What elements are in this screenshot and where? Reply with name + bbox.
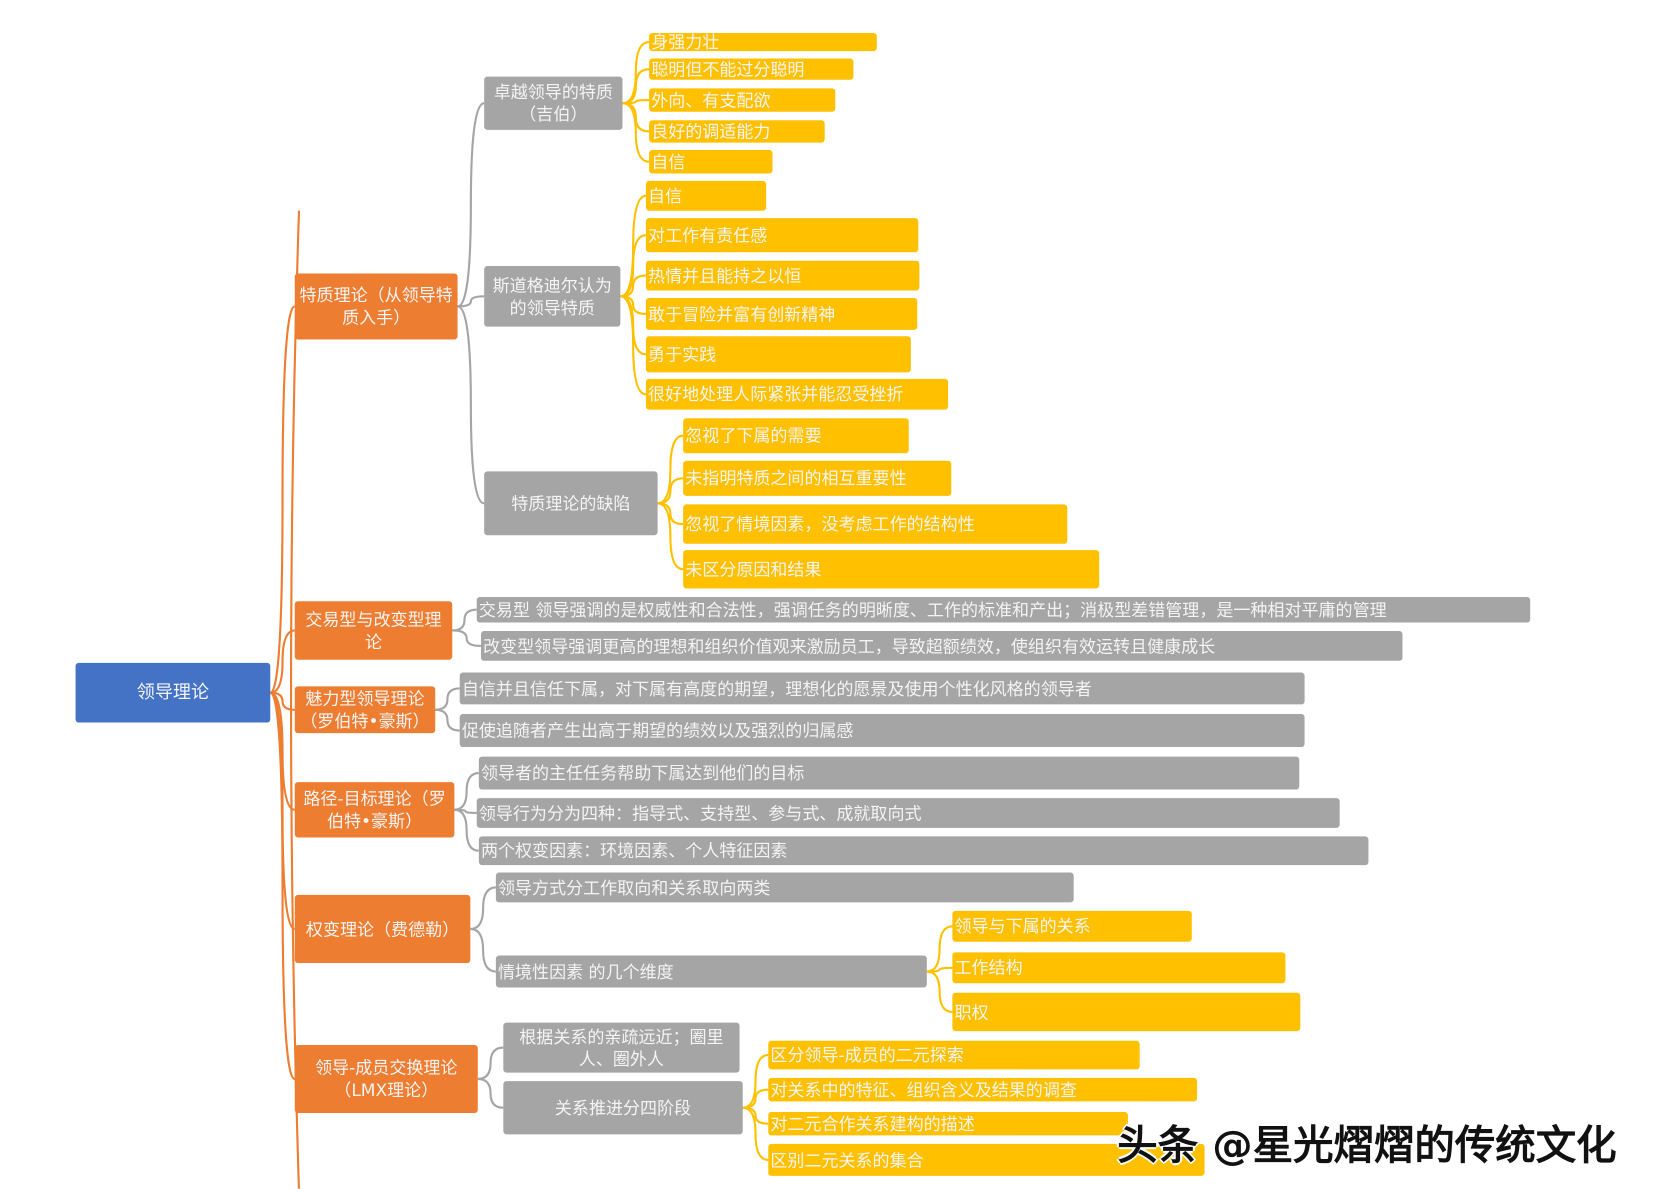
connector-line [620,295,646,315]
subtopic-node[interactable]: 促使追随者产生出高于期望的绩效以及强烈的归属感 [459,714,1305,747]
leaf-node[interactable]: 忽视了下属的需要 [683,418,909,454]
subtopic-node[interactable]: 情境性因素 的几个维度 [495,955,927,988]
connector-line [270,691,295,711]
leaf-node[interactable]: 对二元合作关系建构的描述 [768,1111,1128,1136]
subtopic-node[interactable]: 领导方式分工作取向和关系取向两类 [495,872,1074,903]
subtopic-node[interactable]: 特质理论的缺陷 [484,471,658,536]
leaf-node[interactable]: 忽视了情境因素，没考虑工作的结构性 [683,504,1068,544]
branch-node[interactable]: 路径-目标理论（罗伯特•豪斯） [294,782,455,838]
subtopic-node[interactable]: 自信并且信任下属，对下属有高度的期望，理想化的愿景及使用个性化风格的领导者 [459,672,1305,705]
subtopic-node[interactable]: 卓越领导的特质（吉伯） [484,76,623,130]
connector-line [657,434,684,505]
branch-node[interactable]: 魅力型领导理论（罗伯特•豪斯） [294,686,436,734]
connector-line [657,477,684,505]
leaf-node[interactable]: 很好地处理人际紧张并能忍受挫折 [645,378,949,410]
connector-line [477,1077,504,1109]
connector-line [470,886,496,931]
connector-line [742,1053,769,1109]
connector-line [620,194,647,298]
branch-node[interactable]: 领导-成员交换理论（LMX理论） [294,1044,478,1114]
subtopic-node[interactable]: 两个权变因素：环境因素、个人特征因素 [478,836,1369,866]
subtopic-node[interactable]: 斯道格迪尔认为的领导特质 [484,266,621,327]
subtopic-node[interactable]: 关系推进分四阶段 [503,1081,743,1135]
connector-line [657,502,684,526]
connector-line [269,305,296,694]
leaf-node[interactable]: 聪明但不能过分聪明 [649,58,854,80]
subtopic-node[interactable]: 改变型领导强调更高的理想和组织价值观来激励员工，导致超额绩效，使组织有效运转且健… [480,631,1403,661]
leaf-node[interactable]: 身强力壮 [649,32,877,52]
branch-node[interactable]: 交易型与改变型理论 [294,601,453,660]
connector-line [622,98,650,105]
leaf-node[interactable]: 自信 [645,180,767,211]
connector-line [620,234,647,298]
leaf-node[interactable]: 自信 [649,150,773,174]
connector-line [742,1106,769,1161]
watermark: 头条 @星光熠熠的传统文化 [1117,1121,1617,1169]
leaf-node[interactable]: 领导与下属的关系 [952,910,1192,942]
branch-node[interactable]: 权变理论（费德勒） [294,894,471,964]
connector-line [622,40,650,105]
subtopic-node[interactable]: 交易型 领导强调的是权威性和合法性，强调任务的明晰度、工作的标准和产出；消极型差… [476,596,1531,623]
connector-line [269,691,296,1081]
connector-line [435,708,460,732]
leaf-node[interactable]: 勇于实践 [645,336,911,373]
leaf-node[interactable]: 区分领导-成员的二元探索 [768,1040,1140,1070]
leaf-node[interactable]: 对工作有责任感 [645,218,919,253]
leaf-node[interactable]: 敢于冒险并富有创新精神 [645,297,918,330]
subtopic-node[interactable]: 领导者的主任任务帮助下属达到他们的目标 [478,756,1300,790]
connector-line [477,1046,504,1081]
connector-line [622,102,650,163]
leaf-node[interactable]: 外向、有支配欲 [649,88,836,112]
leaf-node[interactable]: 职权 [952,992,1301,1032]
leaf-node[interactable]: 对关系中的特征、组织含义及结果的调查 [768,1077,1198,1102]
connector-line [457,295,485,308]
connector-line [270,629,295,694]
connector-line [926,966,953,973]
connector-line [454,808,479,852]
leaf-node[interactable]: 区别二元关系的集合 [768,1143,1205,1176]
leaf-node[interactable]: 未区分原因和结果 [683,550,1100,589]
connector-line [657,502,684,571]
branch-node[interactable]: 特质理论（从领导特质入手） [294,273,458,340]
connector-line [470,927,496,973]
connector-line [457,102,485,308]
connector-line [620,295,647,396]
subtopic-node[interactable]: 根据关系的亲疏远近；圈里人、圈外人 [503,1022,740,1073]
connector-line [454,772,479,811]
connector-line [270,691,296,811]
leaf-node[interactable]: 良好的调适能力 [649,120,825,143]
leaf-node[interactable]: 未指明特质之间的相互重要性 [683,460,952,496]
connector-line [742,1106,769,1125]
connector-line [622,68,650,105]
connector-line [926,970,953,1014]
subtopic-node[interactable]: 领导行为分为四种：指导式、支持型、参与式、成就取向式 [476,798,1340,828]
connector-line [452,629,481,647]
root-node[interactable]: 领导理论 [75,662,271,723]
connector-line [620,274,646,298]
connector-line [435,687,460,711]
connector-line [742,1088,769,1109]
connector-line [926,925,953,973]
connector-line [457,305,485,505]
leaf-node[interactable]: 工作结构 [952,952,1286,984]
connector-line [452,608,477,632]
leaf-node[interactable]: 热情并且能持之以恒 [645,260,920,291]
